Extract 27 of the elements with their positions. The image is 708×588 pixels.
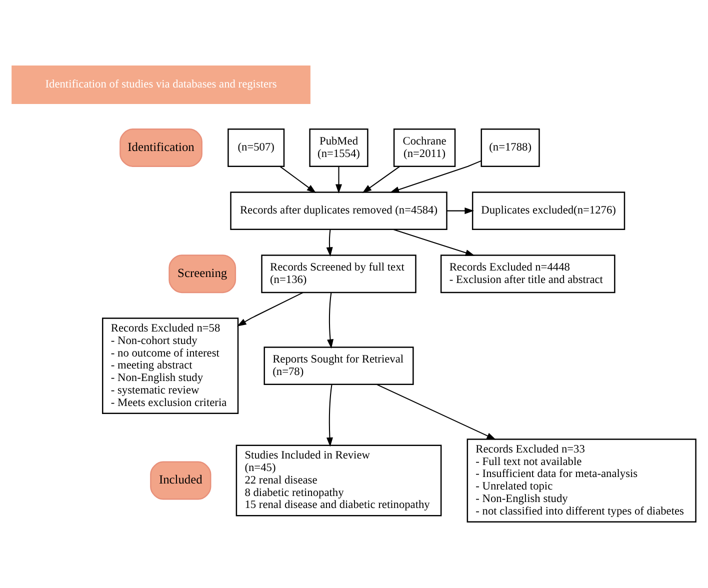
node-box: Cochrane (n=2011)	[393, 128, 456, 167]
node-box: Included	[150, 461, 212, 500]
arrow	[446, 208, 474, 214]
arrow	[327, 292, 334, 349]
arrow	[236, 292, 304, 326]
node-box: Identification	[120, 128, 202, 167]
node-box: Records Excluded n=58 - Non-cohort study - no outcome of interest - meeting abstract - Non-English study - systematic review - Meets exclusion criteria	[102, 318, 239, 414]
arrow	[280, 166, 316, 194]
arrow	[390, 160, 482, 193]
arrow	[326, 229, 333, 257]
node-box: (n=507)	[228, 128, 285, 167]
node-box: Reports Sought for Retrieval (n=78)	[264, 346, 414, 386]
node-box: Studies Included in Review (n=45) 22 renal disease 8 diabetic retinopathy 15 renal disease and diabetic retinopathy	[236, 444, 442, 516]
node-box: Duplicates excluded(n=1276)	[472, 192, 626, 230]
node-box: (n=1788)	[480, 128, 540, 167]
node-box: Records after duplicates removed (n=4584)	[230, 192, 448, 230]
node-box: Records Screened by full text (n=136)	[261, 254, 416, 294]
node-box: Records Excluded n=33 - Full text not available - Insufficient data for meta-analysis - Unrelated topic - Non-English study - not classified into different types of diabetes	[466, 438, 696, 522]
arrow	[336, 166, 342, 194]
arrow	[393, 229, 475, 256]
node-box: PubMed (n=1554)	[309, 128, 368, 167]
node-box: Screening	[168, 254, 236, 294]
node-box: Records Excluded n=4448 - Exclusion after title and abstract	[440, 254, 616, 294]
arrow	[326, 384, 333, 447]
node-box: Identification of studies via databases and registers	[12, 66, 310, 104]
arrow	[376, 384, 496, 440]
arrow	[362, 166, 400, 194]
